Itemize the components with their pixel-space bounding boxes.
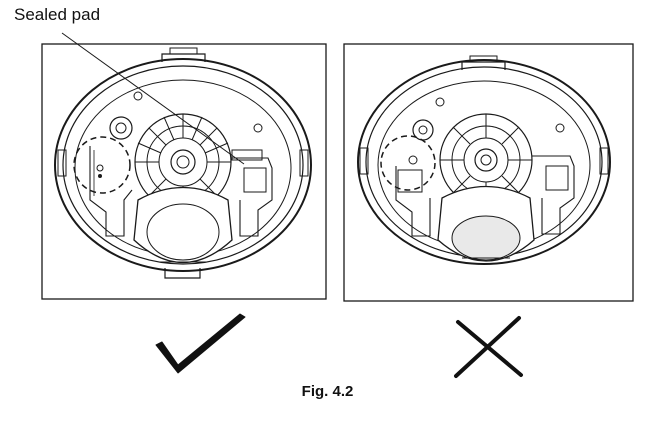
callout-leader-line (61, 32, 245, 165)
cross-mark-icon (454, 316, 523, 378)
panel-frame (41, 43, 327, 300)
figure-caption: Fig. 4.2 (301, 383, 354, 400)
sealed-pad-label: Sealed pad (14, 5, 101, 24)
sealed-pad-highlight (73, 136, 131, 194)
panel-frame (343, 43, 634, 302)
inner-lid-drawing (54, 47, 312, 279)
check-mark-icon (155, 313, 246, 374)
inner-lid-drawing (357, 55, 611, 265)
incorrect-install-panel (343, 43, 634, 302)
correct-install-panel (41, 43, 327, 300)
missing-pad-highlight (380, 135, 436, 191)
